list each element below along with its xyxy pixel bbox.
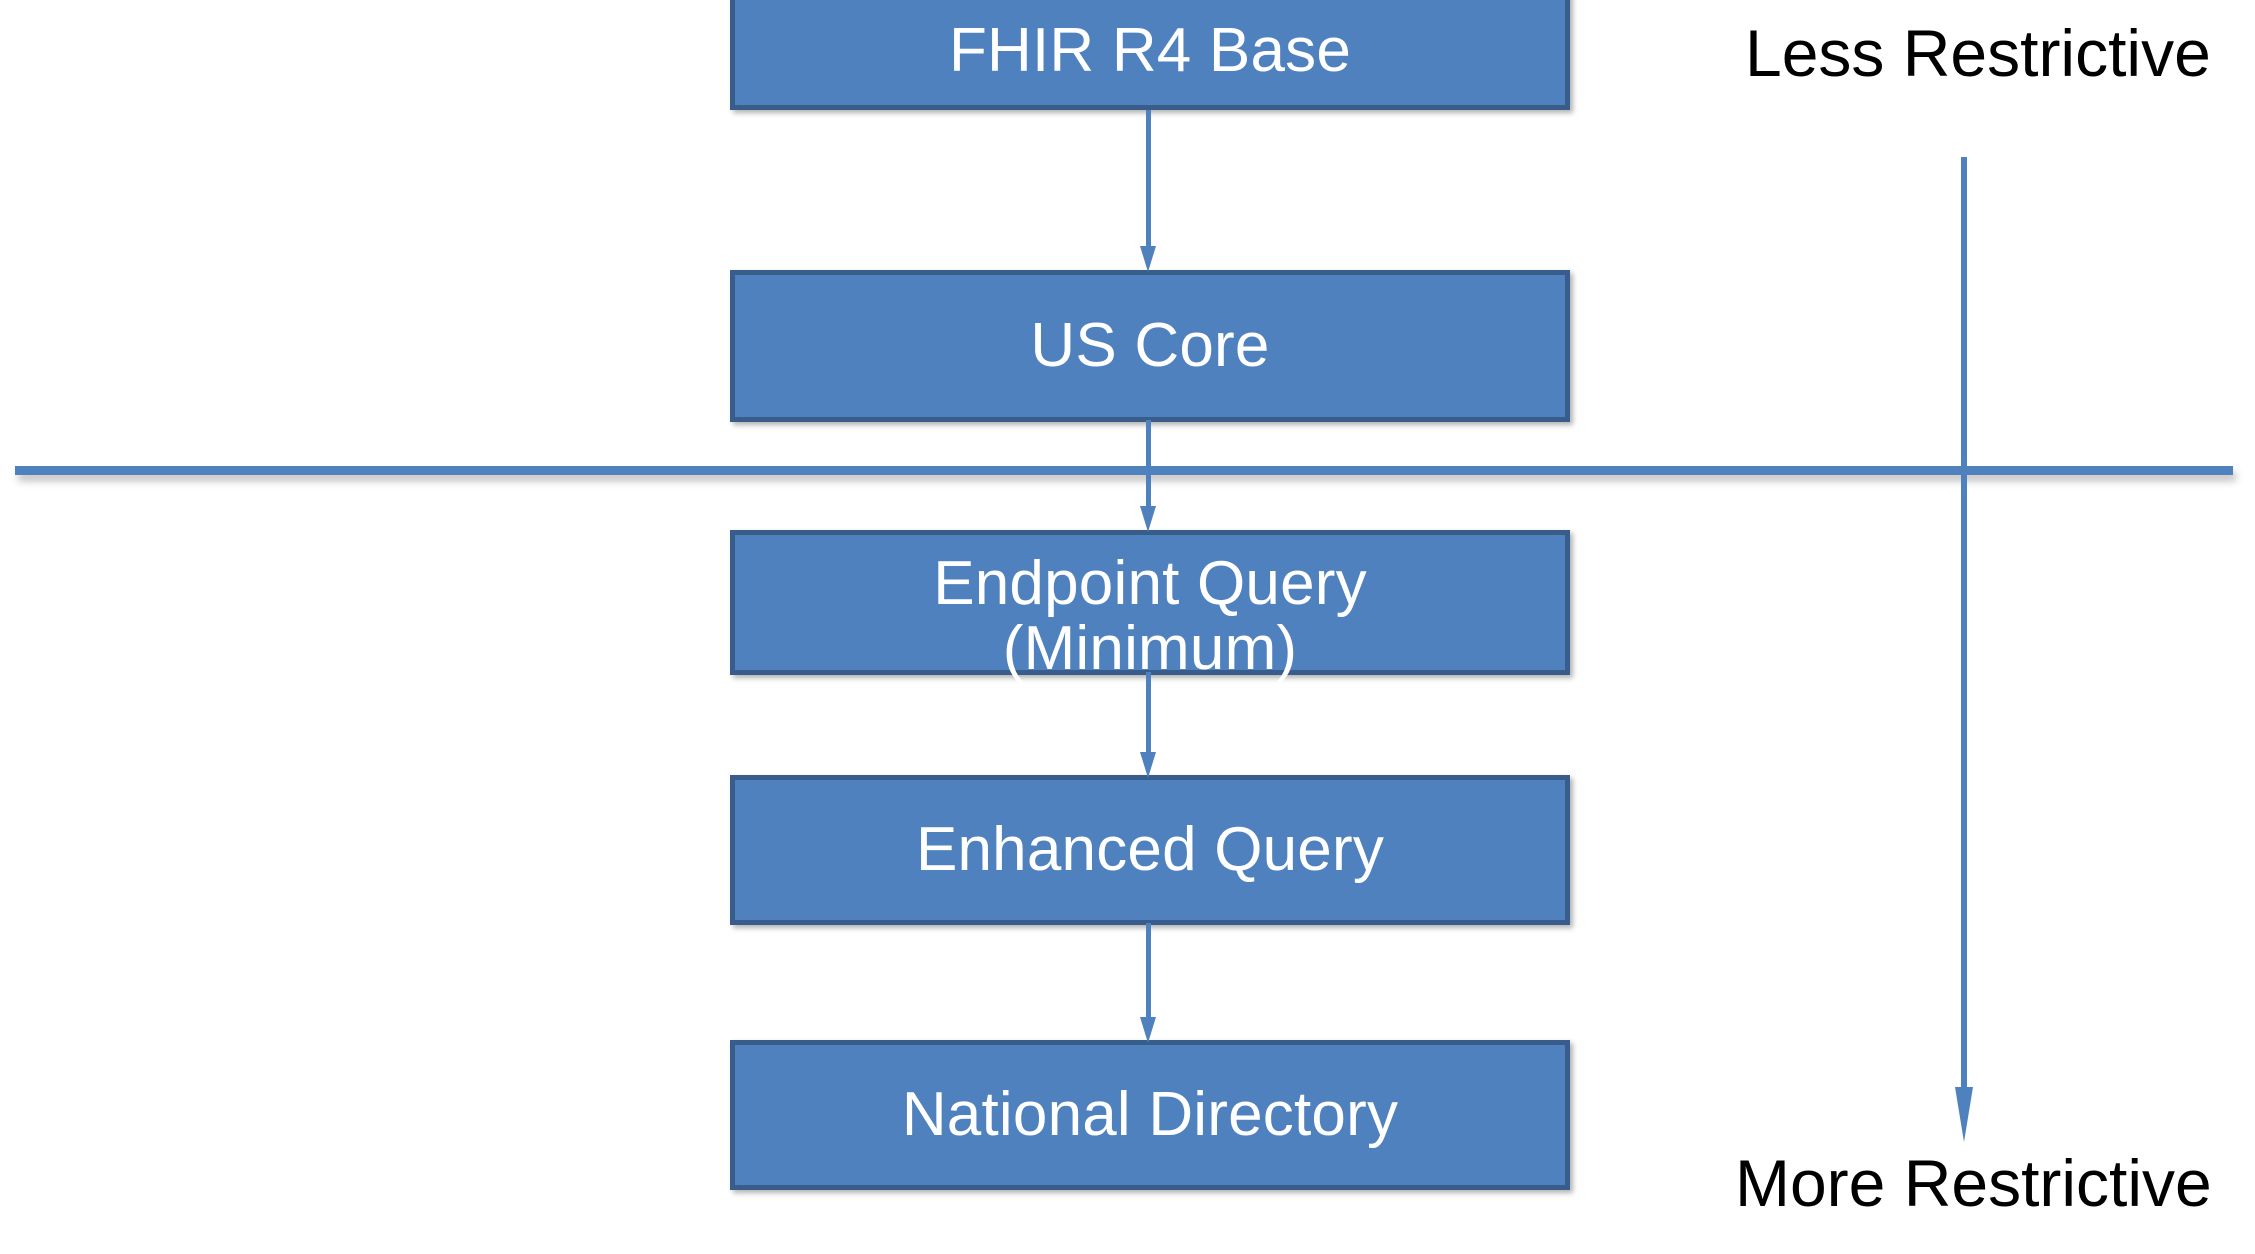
arrow-endpoint-query-to-enhanced-query bbox=[1140, 672, 1156, 778]
arrow-shaft-icon bbox=[1146, 420, 1151, 506]
restrictiveness-axis-arrow bbox=[1955, 157, 1973, 1142]
arrow-shaft-icon bbox=[1146, 110, 1151, 246]
node-endpoint-query[interactable]: Endpoint Query (Minimum) bbox=[730, 530, 1570, 680]
arrow-enhanced-query-to-national-directory bbox=[1140, 923, 1156, 1043]
arrow-shaft-icon bbox=[1146, 672, 1151, 752]
axis-arrow-head-down-icon bbox=[1955, 1087, 1973, 1142]
axis-label-less-restrictive: Less Restrictive bbox=[1745, 16, 2211, 90]
node-label-fhir-r4-base: FHIR R4 Base bbox=[948, 15, 1352, 85]
axis-arrow-shaft-icon bbox=[1961, 157, 1967, 1087]
node-us-core[interactable]: US Core bbox=[730, 270, 1570, 422]
arrow-head-down-icon bbox=[1140, 752, 1156, 778]
node-label-enhanced-query: Enhanced Query bbox=[915, 814, 1385, 884]
arrow-head-down-icon bbox=[1140, 506, 1156, 532]
arrow-fhir-r4-base-to-us-core bbox=[1140, 110, 1156, 272]
node-label-endpoint-query: Endpoint Query (Minimum) bbox=[933, 549, 1367, 683]
node-national-directory[interactable]: National Directory bbox=[730, 1040, 1570, 1190]
node-fhir-r4-base[interactable]: FHIR R4 Base bbox=[730, 0, 1570, 110]
node-enhanced-query[interactable]: Enhanced Query bbox=[730, 775, 1570, 925]
arrow-head-down-icon bbox=[1140, 1017, 1156, 1043]
node-label-national-directory: National Directory bbox=[901, 1079, 1399, 1149]
axis-label-more-restrictive: More Restrictive bbox=[1735, 1146, 2212, 1220]
restrictiveness-divider-line bbox=[15, 466, 2233, 475]
node-label-us-core: US Core bbox=[1030, 310, 1270, 380]
arrow-head-down-icon bbox=[1140, 246, 1156, 272]
arrow-us-core-to-endpoint-query bbox=[1140, 420, 1156, 532]
arrow-shaft-icon bbox=[1146, 923, 1151, 1017]
